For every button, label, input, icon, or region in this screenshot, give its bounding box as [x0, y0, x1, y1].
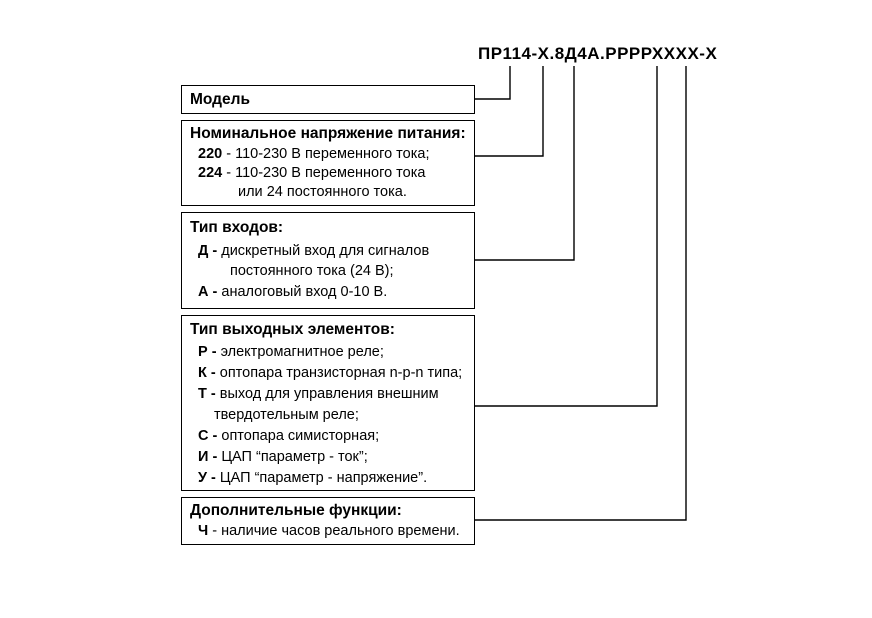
outputs-item-k: К - оптопара транзисторная n-p-n типа; — [198, 365, 462, 381]
extra-item-ch: Ч - наличие часов реального времени. — [198, 523, 460, 539]
outputs-sep: - — [207, 344, 221, 360]
inputs-sep: - — [208, 284, 222, 300]
inputs-item-a: А - аналоговый вход 0-10 В. — [198, 284, 387, 300]
connector-extra — [474, 66, 687, 521]
inputs-key: А — [198, 284, 209, 300]
voltage-item-224: 224 - 110-230 В переменного тока — [198, 165, 425, 181]
outputs-item-r: Р - электромагнитное реле; — [198, 344, 384, 360]
outputs-title: Тип выходных элементов: — [190, 321, 395, 338]
model-box: Модель — [181, 85, 475, 114]
outputs-key: Р — [198, 344, 208, 360]
outputs-item-u: У - ЦАП “параметр - напряжение”. — [198, 470, 427, 486]
connector-voltage — [474, 66, 544, 157]
outputs-text: оптопара симисторная; — [221, 428, 380, 444]
extra-sep: - — [208, 523, 222, 539]
inputs-key: Д — [198, 243, 209, 259]
connector-outputs — [474, 66, 658, 407]
inputs-item-d: Д - дискретный вход для сигналов — [198, 243, 429, 259]
voltage-key: 224 — [198, 165, 223, 181]
voltage-continuation: или 24 постоянного тока. — [238, 184, 407, 200]
outputs-key: Т — [198, 386, 207, 402]
outputs-sep: - — [206, 386, 220, 402]
voltage-text: 110-230 В переменного тока; — [235, 146, 430, 162]
extra-title: Дополнительные функции: — [190, 502, 402, 519]
outputs-sep: - — [208, 449, 222, 465]
extra-box: Дополнительные функции: Ч - наличие часо… — [181, 497, 475, 545]
voltage-text: 110-230 В переменного тока — [235, 165, 426, 181]
inputs-box: Тип входов: Д - дискретный вход для сигн… — [181, 212, 475, 309]
model-title: Модель — [190, 91, 251, 108]
outputs-key: И — [198, 449, 209, 465]
outputs-text: оптопара транзисторная n-p-n типа; — [219, 365, 463, 381]
inputs-text: дискретный вход для сигналов — [221, 243, 430, 259]
outputs-text: выход для управления внешним — [219, 386, 439, 402]
outputs-item-t: Т - выход для управления внешним — [198, 386, 439, 402]
outputs-sep: - — [208, 428, 222, 444]
voltage-item-220: 220 - 110-230 В переменного тока; — [198, 146, 429, 162]
extra-key: Ч — [198, 523, 209, 539]
voltage-sep: - — [222, 146, 236, 162]
inputs-title: Тип входов: — [190, 219, 284, 236]
inputs-sep: - — [208, 243, 222, 259]
outputs-item-s: С - оптопара симисторная; — [198, 428, 379, 444]
outputs-box: Тип выходных элементов: Р - электромагни… — [181, 315, 475, 491]
product-code: ПР114-Х.8Д4А.РРРРХХХХ-Х — [478, 44, 718, 63]
inputs-continuation: постоянного тока (24 В); — [230, 263, 394, 279]
outputs-text: ЦАП “параметр - напряжение”. — [219, 470, 428, 486]
connector-model — [474, 66, 511, 100]
connector-inputs — [474, 66, 575, 261]
voltage-title: Номинальное напряжение питания: — [190, 125, 466, 142]
outputs-text: электромагнитное реле; — [220, 344, 384, 360]
outputs-sep: - — [207, 470, 220, 486]
outputs-sep: - — [206, 365, 220, 381]
outputs-key: С — [198, 428, 209, 444]
outputs-key: К — [198, 365, 207, 381]
extra-text: наличие часов реального времени. — [221, 523, 460, 539]
voltage-key: 220 — [198, 146, 223, 162]
inputs-text: аналоговый вход 0-10 В. — [221, 284, 388, 300]
outputs-text: ЦАП “параметр - ток”; — [221, 449, 368, 465]
outputs-key: У — [198, 470, 208, 486]
voltage-box: Номинальное напряжение питания: 220 - 11… — [181, 120, 475, 206]
voltage-sep: - — [222, 165, 236, 181]
outputs-item-i: И - ЦАП “параметр - ток”; — [198, 449, 368, 465]
outputs-continuation: твердотельным реле; — [214, 407, 359, 423]
